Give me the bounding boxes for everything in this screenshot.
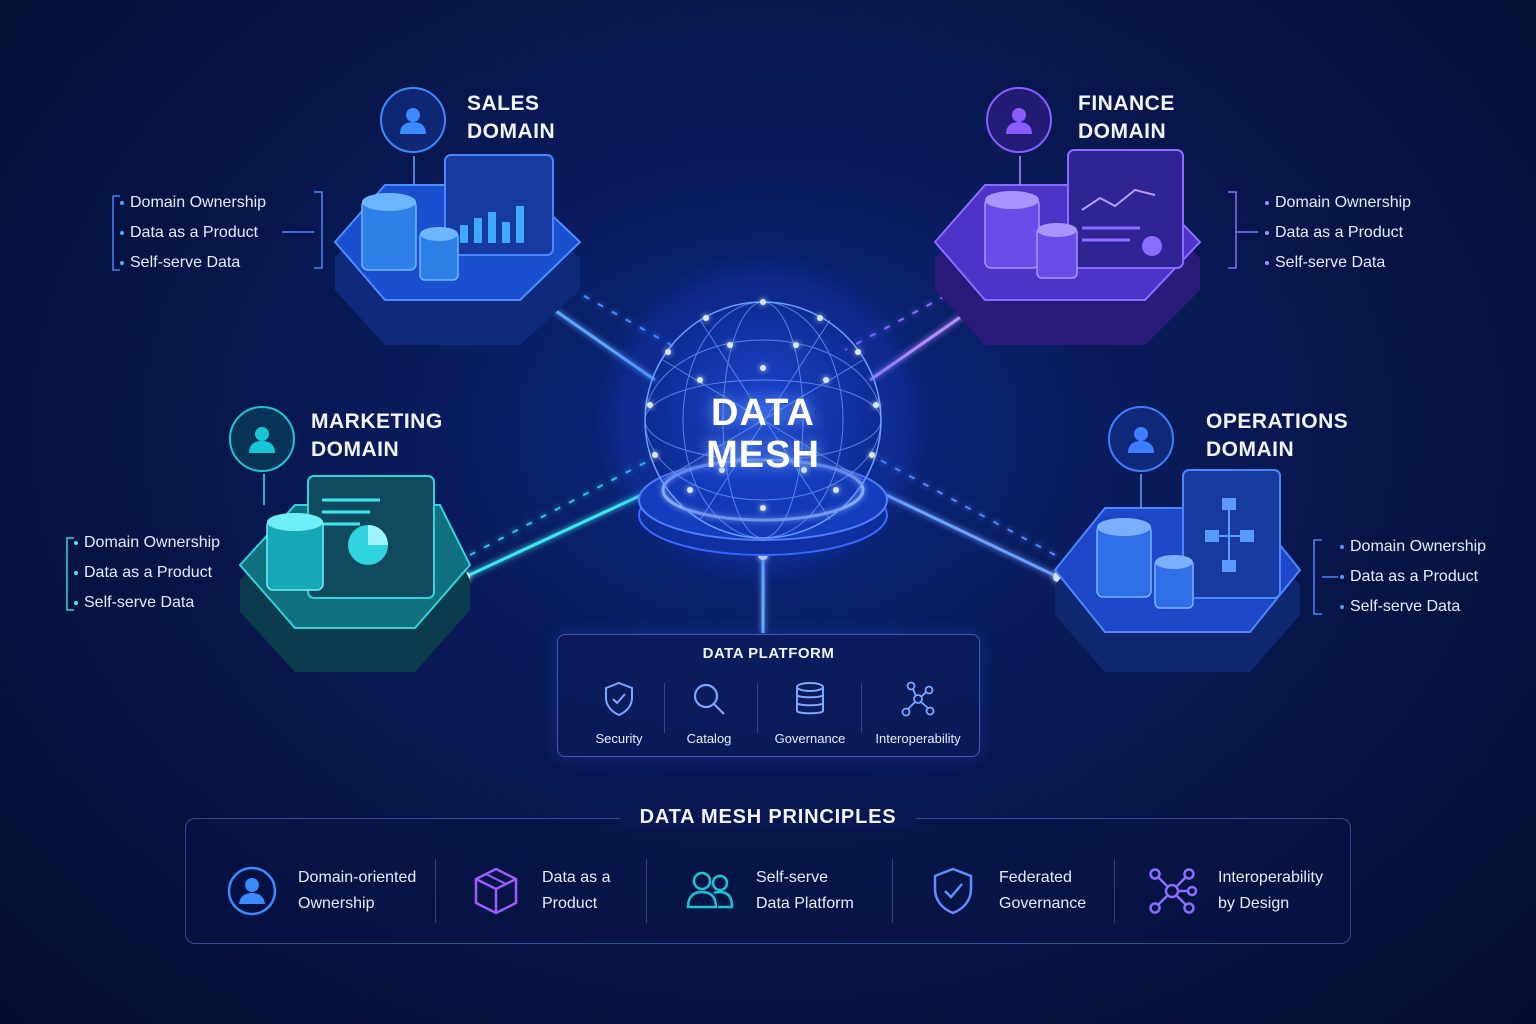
marketing-platform [238,475,472,672]
sales-bullet-list: Domain Ownership Data as a Product Self-… [120,188,266,278]
list-item: Self-serve Data [1265,248,1411,278]
list-item: Domain Ownership [74,528,220,558]
database-icon [796,682,824,715]
list-item: Data as a Product [120,218,266,248]
shield-check-icon [933,867,973,915]
list-item: Data as a Product [1265,218,1411,248]
platform-item-catalog: Catalog [659,679,759,746]
data-mesh-title: DATA MESH [706,392,820,476]
users-icon [686,871,734,909]
finance-bullet-list: Domain Ownership Data as a Product Self-… [1265,188,1411,278]
list-item: Domain Ownership [120,188,266,218]
list-item: Self-serve Data [1340,592,1486,622]
finance-avatar-icon [986,87,1052,153]
platform-item-security: Security [569,679,669,746]
operations-avatar-icon [1108,406,1174,472]
platform-item-governance: Governance [760,679,860,746]
cube-icon [474,867,518,915]
shield-check-icon [605,681,633,717]
search-icon [693,683,725,715]
network-icon [1149,868,1198,914]
principles-title: DATA MESH PRINCIPLES [619,806,917,829]
marketing-bullet-list: Domain Ownership Data as a Product Self-… [74,528,220,618]
sales-platform [333,154,582,345]
list-item: Self-serve Data [74,588,220,618]
data-platform-title: DATA PLATFORM [702,645,835,662]
sales-avatar-icon [380,87,446,153]
bracket-lines [66,156,1338,615]
operations-bullet-list: Domain Ownership Data as a Product Self-… [1340,532,1486,622]
user-circle-icon [227,866,277,916]
operations-platform [1053,469,1302,672]
finance-platform [933,149,1202,345]
list-item: Domain Ownership [1265,188,1411,218]
data-platform-panel: DATA PLATFORM Security Catalog Governanc… [557,634,980,757]
network-icon [901,681,935,717]
list-item: Data as a Product [1340,562,1486,592]
list-item: Data as a Product [74,558,220,588]
marketing-avatar-icon [229,406,295,472]
list-item: Self-serve Data [120,248,266,278]
data-mesh-sphere [608,265,918,575]
list-item: Domain Ownership [1340,532,1486,562]
platform-item-interoperability: Interoperability [868,679,968,746]
